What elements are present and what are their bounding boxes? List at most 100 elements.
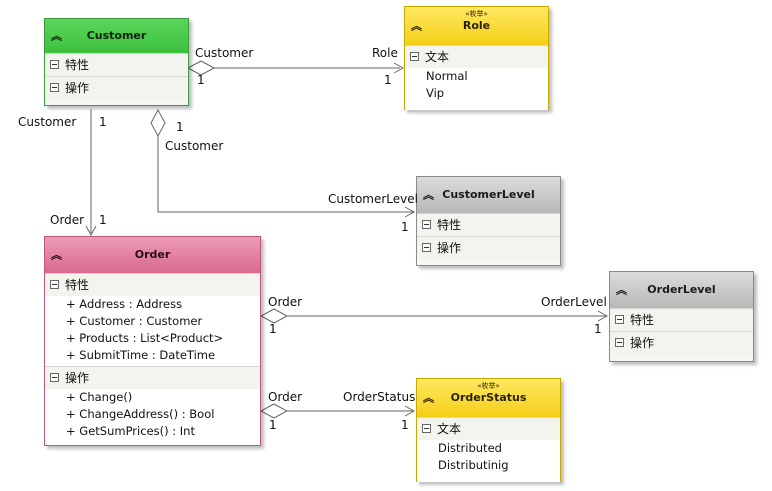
class-customer-header[interactable]: ︽ Customer (45, 19, 188, 53)
properties-section[interactable]: 特性 (45, 273, 260, 296)
section-label: 操作 (65, 81, 90, 95)
role-name-label: Customer (195, 46, 254, 60)
enum-role[interactable]: ︽ «枚举» Role 文本 Normal Vip (404, 6, 549, 110)
properties-section[interactable]: 特性 (45, 53, 188, 76)
section-label: 特性 (437, 218, 462, 232)
multiplicity-label: 1 (99, 115, 107, 129)
multiplicity-label: 1 (99, 213, 107, 227)
collapse-minus-icon[interactable] (422, 243, 431, 252)
multiplicity-label: 1 (384, 73, 392, 87)
collapse-minus-icon[interactable] (50, 280, 59, 289)
collapse-chevron-icon[interactable]: ︽ (423, 188, 434, 202)
stereotype-label: «枚举» (465, 10, 488, 18)
aggregation-diamond (259, 403, 289, 419)
role-name-label: OrderLevel (541, 295, 607, 309)
multiplicity-label: 1 (269, 322, 277, 336)
role-name-label: Order (268, 295, 303, 309)
aggregation-diamond (259, 308, 289, 324)
class-title: Role (462, 19, 491, 32)
collapse-chevron-icon[interactable]: ︽ (51, 29, 62, 43)
navigation-arrow (597, 310, 609, 322)
collapse-minus-icon[interactable] (410, 52, 419, 61)
multiplicity-label: 1 (269, 418, 277, 432)
enum-orderstatus[interactable]: ︽ «枚举» OrderStatus 文本 Distributed Distri… (416, 378, 561, 482)
multiplicity-label: 1 (197, 73, 205, 87)
collapse-chevron-icon[interactable]: ︽ (423, 391, 434, 405)
enum-orderstatus-header[interactable]: ︽ «枚举» OrderStatus (417, 379, 560, 417)
enum-literal[interactable]: Normal (426, 69, 468, 83)
enum-literal[interactable]: Vip (426, 86, 445, 100)
section-label: 文本 (425, 50, 450, 64)
enum-role-header[interactable]: ︽ «枚举» Role (405, 7, 548, 45)
class-title: OrderStatus (450, 391, 527, 404)
multiplicity-label: 1 (594, 322, 602, 336)
collapse-minus-icon[interactable] (50, 373, 59, 382)
section-label: 操作 (437, 241, 462, 255)
class-customerlevel-header[interactable]: ︽ CustomerLevel (417, 177, 560, 213)
role-name-label: OrderStatus (343, 390, 416, 404)
attribute-row[interactable]: + Address : Address (66, 297, 183, 311)
class-customerlevel[interactable]: ︽ CustomerLevel 特性 操作 (416, 176, 561, 266)
operation-row[interactable]: + Change() (66, 390, 133, 404)
role-name-label: CustomerLevel (328, 192, 418, 206)
collapse-minus-icon[interactable] (50, 83, 59, 92)
class-customer[interactable]: ︽ Customer 特性 操作 (44, 18, 189, 106)
enum-literal[interactable]: Distributinig (438, 458, 509, 472)
class-orderlevel[interactable]: ︽ OrderLevel 特性 操作 (609, 271, 754, 362)
properties-section[interactable]: 特性 (610, 308, 753, 331)
class-title: Customer (86, 29, 147, 42)
association-order-orderstatus (259, 403, 416, 419)
class-order-header[interactable]: ︽ Order (45, 237, 260, 273)
collapse-minus-icon[interactable] (615, 315, 624, 324)
literals-section[interactable]: 文本 (405, 45, 548, 68)
class-order[interactable]: ︽ Order 特性 + Address : Address + Custome… (44, 236, 261, 446)
multiplicity-label: 1 (401, 418, 409, 432)
operations-section[interactable]: 操作 (45, 366, 260, 389)
operations-section[interactable]: 操作 (417, 236, 560, 259)
collapse-minus-icon[interactable] (50, 60, 59, 69)
collapse-chevron-icon[interactable]: ︽ (616, 283, 627, 297)
enum-literal[interactable]: Distributed (438, 441, 502, 455)
multiplicity-label: 1 (176, 120, 184, 134)
role-name-label: Customer (165, 139, 224, 153)
role-name-label: Order (268, 390, 303, 404)
multiplicity-label: 1 (401, 220, 409, 234)
navigation-arrow (404, 206, 416, 218)
role-name-label: Customer (18, 115, 77, 129)
aggregation-diamond (150, 108, 166, 138)
aggregation-diamond (186, 60, 216, 76)
collapse-minus-icon[interactable] (422, 220, 431, 229)
operations-section[interactable]: 操作 (45, 76, 188, 99)
section-label: 操作 (630, 336, 655, 350)
collapse-minus-icon[interactable] (422, 424, 431, 433)
navigation-arrow (85, 225, 97, 237)
collapse-minus-icon[interactable] (615, 338, 624, 347)
association-customer-role (186, 60, 405, 76)
section-label: 特性 (630, 313, 655, 327)
class-title: Order (134, 248, 171, 261)
operation-row[interactable]: + ChangeAddress() : Bool (66, 407, 215, 421)
attribute-row[interactable]: + Products : List<Product> (66, 331, 224, 345)
literals-section[interactable]: 文本 (417, 417, 560, 440)
attribute-row[interactable]: + Customer : Customer (66, 314, 203, 328)
operation-row[interactable]: + GetSumPrices() : Int (66, 424, 195, 438)
collapse-chevron-icon[interactable]: ︽ (411, 19, 422, 33)
role-name-label: Role (372, 46, 398, 60)
role-name-label: Order (50, 213, 85, 227)
section-label: 文本 (437, 422, 462, 436)
navigation-arrow (404, 405, 416, 417)
association-customer-order (85, 109, 97, 237)
attribute-row[interactable]: + SubmitTime : DateTime (66, 348, 216, 362)
association-customer-customerlevel (150, 108, 416, 218)
navigation-arrow (393, 62, 405, 74)
properties-section[interactable]: 特性 (417, 213, 560, 236)
section-label: 操作 (65, 371, 90, 385)
class-title: OrderLevel (647, 283, 716, 296)
class-orderlevel-header[interactable]: ︽ OrderLevel (610, 272, 753, 308)
collapse-chevron-icon[interactable]: ︽ (51, 248, 62, 262)
class-title: CustomerLevel (442, 188, 535, 201)
section-label: 特性 (65, 278, 90, 292)
operations-section[interactable]: 操作 (610, 331, 753, 354)
